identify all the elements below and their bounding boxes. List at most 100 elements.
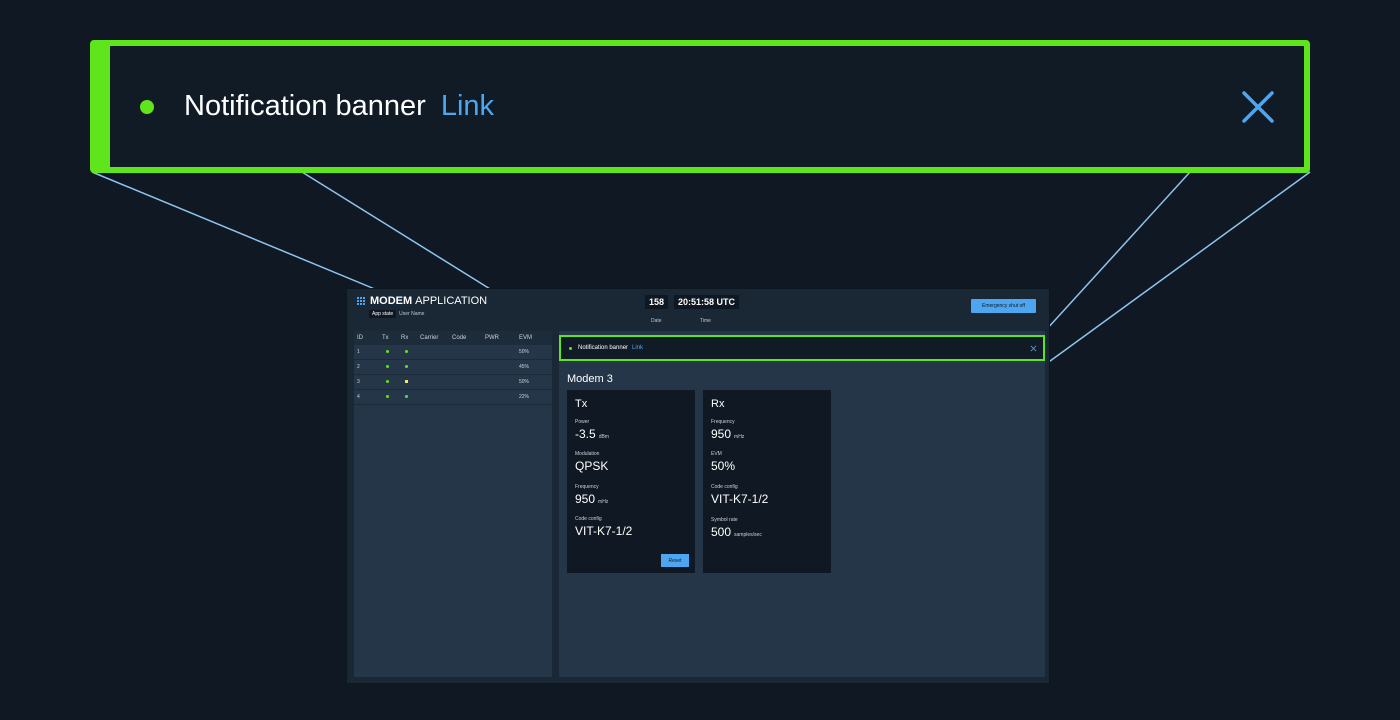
rx-code-config-field: Code config VIT-K7-1/2: [711, 484, 768, 508]
field-label: Code config: [711, 484, 738, 490]
date-label: Date: [651, 318, 662, 324]
status-dot-icon: [405, 365, 408, 368]
rx-card-title: Rx: [711, 398, 725, 410]
tx-modulation-field: Modulation QPSK: [575, 451, 608, 475]
table-row[interactable]: 1 50%: [354, 345, 552, 360]
time-block: 20:51:58 UTC Time: [674, 295, 740, 324]
modem-detail-panel: Notification banner Link Modem 3 Tx Powe…: [559, 331, 1045, 677]
col-pwr[interactable]: PWR: [485, 335, 499, 341]
field-value: 950: [575, 492, 596, 506]
reset-button[interactable]: Reset: [661, 554, 689, 567]
status-dot-icon: [140, 99, 154, 114]
table-row[interactable]: 2 45%: [354, 360, 552, 375]
tx-code-config-field: Code config VIT-K7-1/2: [575, 516, 632, 540]
col-id[interactable]: ID: [357, 335, 363, 341]
status-dot-icon: [386, 395, 389, 398]
user-name: User Name: [399, 311, 425, 317]
status-dot-icon: [405, 350, 408, 353]
date-value: 158: [645, 295, 669, 309]
status-dot-icon: [569, 346, 572, 350]
notification-banner-body: Notification banner Link: [561, 337, 1043, 359]
col-rx[interactable]: Rx: [401, 335, 409, 341]
row-id: 1: [357, 349, 360, 355]
row-rx-status: [401, 394, 420, 400]
field-unit: mHz: [734, 434, 745, 440]
zoomed-banner-body: Notification banner Link: [110, 46, 1304, 167]
col-evm[interactable]: EVM: [519, 335, 533, 341]
col-carrier[interactable]: Carrier: [420, 335, 439, 341]
row-id: 2: [357, 364, 360, 370]
clock: 158 Date 20:51:58 UTC Time: [645, 295, 740, 324]
status-dot-icon: [386, 380, 389, 383]
row-evm: 50%: [519, 379, 530, 385]
field-label: Frequency: [575, 484, 599, 490]
close-icon[interactable]: [1240, 89, 1276, 125]
emergency-shutoff-button[interactable]: Emergency shut off: [971, 299, 1036, 313]
row-tx-status: [382, 349, 401, 355]
status-dot-icon: [386, 350, 389, 353]
zoomed-notification-banner: Notification banner Link: [90, 40, 1310, 173]
app-grid-icon[interactable]: [357, 296, 366, 306]
table-header: ID Tx Rx Carrier Code PWR EVM: [354, 331, 552, 345]
row-id: 3: [357, 379, 360, 385]
tx-card-title: Tx: [575, 398, 588, 410]
app-title-bold: MODEM: [370, 295, 413, 307]
time-label: Time: [700, 318, 711, 324]
row-evm: 45%: [519, 364, 530, 370]
modem-application-window: MODEM APPLICATION App state User Name 15…: [346, 288, 1050, 684]
field-value: 50%: [711, 459, 736, 473]
close-icon[interactable]: [1030, 345, 1037, 352]
field-unit: mHz: [598, 499, 609, 505]
app-header: MODEM APPLICATION App state User Name 15…: [347, 289, 1049, 324]
banner-text: Notification banner: [184, 90, 426, 122]
app-title: MODEM APPLICATION: [357, 295, 487, 307]
app-subheader: App state User Name: [369, 310, 424, 318]
row-tx-status: [382, 379, 401, 385]
app-title-rest: APPLICATION: [415, 295, 488, 307]
rx-evm-field: EVM 50%: [711, 451, 735, 475]
row-rx-status: [401, 364, 420, 370]
field-label: Frequency: [711, 419, 735, 425]
modem-list-panel: ID Tx Rx Carrier Code PWR EVM 1 50% 2 45% 3 5…: [354, 331, 552, 677]
field-value: VIT-K7-1/2: [711, 492, 769, 506]
row-evm: 22%: [519, 394, 530, 400]
notification-banner: Notification banner Link: [559, 335, 1045, 361]
banner-link[interactable]: Link: [440, 90, 495, 122]
field-value: 950: [711, 427, 732, 441]
field-label: Power: [575, 419, 590, 425]
field-label: Symbol rate: [711, 517, 738, 523]
field-label: EVM: [711, 451, 722, 457]
status-dot-icon: [405, 395, 408, 398]
connector-line: [1045, 171, 1191, 331]
field-value: -3.5: [575, 427, 596, 441]
field-label: Modulation: [575, 451, 600, 457]
col-tx[interactable]: Tx: [382, 335, 389, 341]
field-value: QPSK: [575, 459, 609, 473]
field-value: 500: [711, 525, 732, 539]
banner-link[interactable]: Link: [632, 345, 644, 351]
row-rx-status: [401, 349, 420, 355]
field-label: Code config: [575, 516, 602, 522]
field-unit: samples/sec: [734, 532, 762, 538]
table-row[interactable]: 4 22%: [354, 390, 552, 405]
warning-square-icon: [405, 380, 408, 383]
row-id: 4: [357, 394, 360, 400]
table-body: 1 50% 2 45% 3 50% 4 22%: [354, 345, 552, 405]
col-code[interactable]: Code: [452, 335, 467, 341]
time-value: 20:51:58 UTC: [674, 295, 740, 309]
status-dot-icon: [386, 365, 389, 368]
table-row[interactable]: 3 50%: [354, 375, 552, 390]
app-state-badge: App state: [369, 310, 397, 318]
connector-line: [1045, 171, 1311, 365]
field-value: VIT-K7-1/2: [575, 524, 633, 538]
banner-text: Notification banner: [578, 345, 629, 351]
row-tx-status: [382, 364, 401, 370]
row-evm: 50%: [519, 349, 530, 355]
row-tx-status: [382, 394, 401, 400]
